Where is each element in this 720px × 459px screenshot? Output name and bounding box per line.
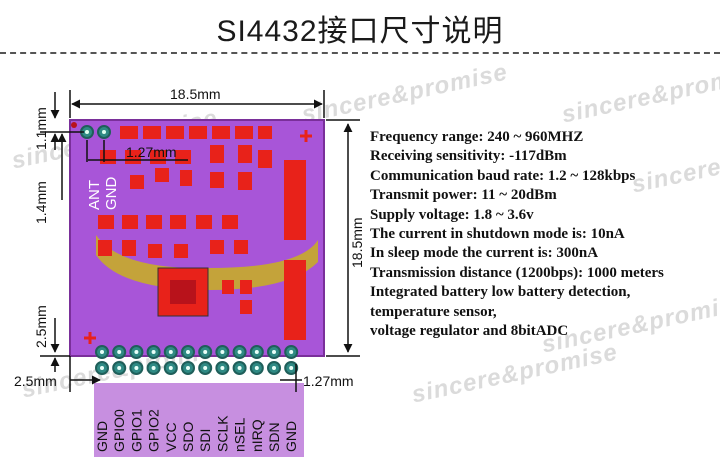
header-pin-hole	[117, 366, 122, 370]
spec-line: voltage regulator and 8bitADC	[370, 323, 569, 340]
spec-line: Transmission distance (1200bps): 1000 me…	[370, 264, 664, 281]
dim-ant-offset-label: 1.4mm	[33, 181, 49, 224]
copper-area	[96, 235, 318, 290]
dim-top-margin-label: 1.1mm	[33, 107, 49, 150]
spec-line: In sleep mode the current is: 300nA	[370, 245, 599, 262]
bottom-pin-label: GND	[283, 421, 299, 452]
bottom-pin-label: GPIO1	[128, 409, 144, 452]
bottom-pin-label: SDI	[197, 429, 213, 452]
bottom-pin-label: SCLK	[214, 415, 230, 452]
dim-width-label: 18.5mm	[170, 86, 221, 102]
mount-dot	[71, 122, 77, 128]
header-pin-hole	[272, 350, 276, 354]
pin-label-strip	[94, 383, 304, 457]
header-pin-hole	[203, 366, 208, 370]
header-pin-hole	[100, 366, 104, 370]
header-pins	[95, 345, 299, 375]
title-divider	[0, 52, 720, 54]
plus-icon	[84, 332, 96, 344]
watermark: sincere&promise	[409, 338, 621, 409]
header-pin-hole	[117, 350, 122, 354]
bottom-pin-label: GPIO2	[146, 409, 162, 452]
header-pin-hole	[134, 350, 139, 354]
header-pin-hole	[151, 366, 156, 370]
spec-line: The current in shutdown mode is: 10nA	[370, 226, 625, 243]
spec-line: Frequency range: 240 ~ 960MHZ	[370, 129, 584, 145]
plus-icon	[300, 130, 312, 142]
header-pin-hole	[289, 350, 294, 354]
header-pin-hole	[203, 350, 208, 354]
header-pin-hole	[100, 350, 104, 354]
bottom-pin-label: SDO	[180, 422, 196, 452]
header-pin-hole	[168, 350, 173, 354]
spec-line: temperature sensor,	[370, 303, 497, 320]
dim-bottom-margin-label: 2.5mm	[33, 305, 49, 348]
dim-ant-pitch-label: 1.27mm	[126, 144, 177, 160]
header-pin-hole	[254, 350, 259, 354]
header-pin-hole	[237, 366, 242, 370]
top-pin-label: ANT	[86, 180, 103, 210]
bottom-pin-label: nIRQ	[249, 419, 265, 452]
bottom-pin-label: GND	[94, 421, 110, 452]
bottom-pin-label: SDN	[266, 422, 282, 452]
header-pin-hole	[134, 366, 139, 370]
spec-line: Communication baud rate: 1.2 ~ 128kbps	[370, 167, 636, 184]
dim-left-margin-label: 2.5mm	[14, 373, 57, 389]
spec-line: Supply voltage: 1.8 ~ 3.6v	[370, 206, 534, 223]
header-pin-hole	[254, 366, 259, 370]
spec-line: Transmit power: 11 ~ 20dBm	[370, 187, 557, 204]
bottom-pin-label: GPIO0	[111, 409, 127, 452]
spec-line: Receiving sensitivity: -117dBm	[370, 148, 567, 165]
header-pin-hole	[237, 350, 242, 354]
header-pin-hole	[289, 366, 294, 370]
top-pin-label: GND	[103, 177, 120, 211]
spec-line: Integrated battery low battery detection…	[370, 284, 631, 301]
watermark: sincere&promise	[559, 58, 720, 129]
header-pin-hole	[186, 350, 190, 354]
header-pin-hole	[168, 366, 173, 370]
header-pin-hole	[151, 350, 156, 354]
bottom-pin-label: nSEL	[232, 418, 248, 452]
page-title: SI4432接口尺寸说明	[216, 15, 504, 48]
header-pin-hole	[220, 350, 225, 354]
dim-pitch-label: 1.27mm	[303, 373, 354, 389]
spec-list: Frequency range: 240 ~ 960MHZ Receiving s…	[370, 128, 720, 341]
header-pin-hole	[220, 366, 225, 370]
bottom-pin-label: VCC	[163, 422, 179, 452]
header-pin-hole	[186, 366, 190, 370]
ic-core	[170, 280, 196, 304]
header-pin-hole	[272, 366, 276, 370]
dim-height-label: 18.5mm	[349, 217, 365, 268]
